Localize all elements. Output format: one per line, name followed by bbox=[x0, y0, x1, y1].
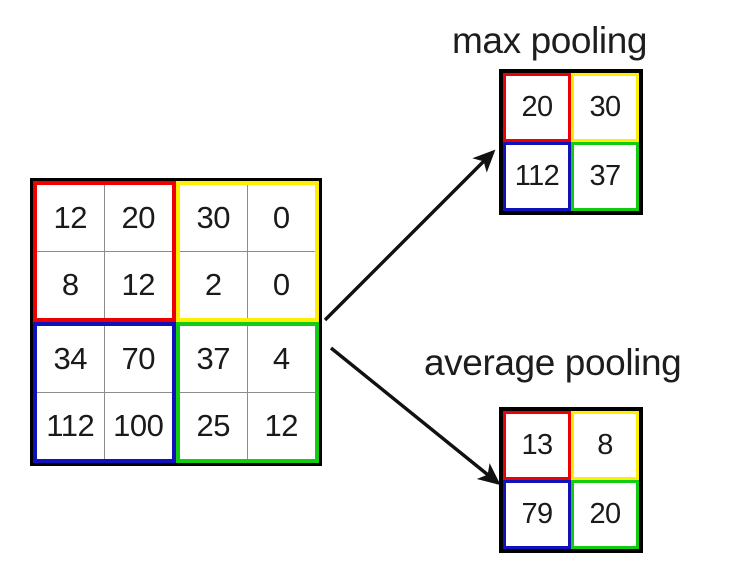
input-quadrant-bottom-right: 37 4 25 12 bbox=[176, 322, 319, 463]
input-cell-r1c3: 0 bbox=[247, 251, 315, 318]
input-quadrant-top-right: 30 0 2 0 bbox=[176, 181, 319, 322]
input-cell-r1c1: 12 bbox=[104, 251, 172, 318]
avg-cell-top-left: 13 bbox=[503, 411, 571, 480]
input-cell-r3c2: 25 bbox=[180, 392, 248, 459]
average-pooling-grid: 13 8 79 20 bbox=[503, 411, 639, 549]
average-pooling-matrix: 13 8 79 20 bbox=[499, 407, 643, 553]
input-cell-r0c3: 0 bbox=[247, 185, 315, 252]
input-cell-r1c2: 2 bbox=[180, 251, 248, 318]
avg-cell-bottom-left: 79 bbox=[503, 480, 571, 549]
input-quadrant-top-left: 12 20 8 12 bbox=[33, 181, 176, 322]
avg-cell-top-right: 8 bbox=[571, 411, 639, 480]
input-cell-r2c2: 37 bbox=[180, 326, 248, 393]
input-feature-map: 12 20 8 12 30 0 2 0 34 70 112 100 37 4 2… bbox=[30, 178, 322, 466]
input-cell-r3c3: 12 bbox=[247, 392, 315, 459]
input-quadrant-container: 12 20 8 12 30 0 2 0 34 70 112 100 37 4 2… bbox=[33, 181, 319, 463]
max-pooling-grid: 20 30 112 37 bbox=[503, 73, 639, 211]
input-cell-r2c0: 34 bbox=[37, 326, 105, 393]
input-cell-r2c3: 4 bbox=[247, 326, 315, 393]
max-cell-bottom-left: 112 bbox=[503, 142, 571, 211]
input-cell-r0c1: 20 bbox=[104, 185, 172, 252]
input-cell-r3c1: 100 bbox=[104, 392, 172, 459]
input-cell-r2c1: 70 bbox=[104, 326, 172, 393]
input-cell-r1c0: 8 bbox=[37, 251, 105, 318]
max-cell-bottom-right: 37 bbox=[571, 142, 639, 211]
max-cell-top-left: 20 bbox=[503, 73, 571, 142]
input-cell-r0c0: 12 bbox=[37, 185, 105, 252]
arrow-to-max-pooling-icon bbox=[323, 149, 496, 322]
max-pooling-matrix: 20 30 112 37 bbox=[499, 69, 643, 215]
max-cell-top-right: 30 bbox=[571, 73, 639, 142]
input-cell-r0c2: 30 bbox=[180, 185, 248, 252]
max-pooling-title: max pooling bbox=[452, 20, 648, 61]
input-cell-r3c0: 112 bbox=[37, 392, 105, 459]
input-quadrant-bottom-left: 34 70 112 100 bbox=[33, 322, 176, 463]
avg-cell-bottom-right: 20 bbox=[571, 480, 639, 549]
average-pooling-title: average pooling bbox=[424, 342, 682, 383]
